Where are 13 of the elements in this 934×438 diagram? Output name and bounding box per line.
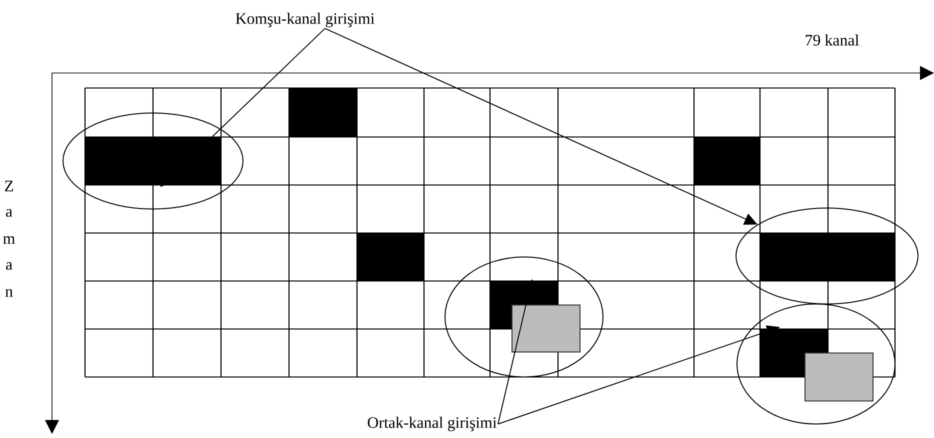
leader-arrow bbox=[160, 28, 326, 187]
highlight-ellipse bbox=[736, 304, 896, 424]
highlight-ellipse bbox=[62, 112, 244, 210]
callout-text: Ortak-kanal girişimi bbox=[368, 416, 497, 432]
axis-letter: a bbox=[6, 209, 12, 217]
highlight-ellipse bbox=[444, 256, 604, 378]
highlight-ellipse bbox=[736, 208, 918, 304]
axis-letter: m bbox=[3, 236, 15, 244]
axis-letter: a bbox=[6, 262, 12, 270]
axis-letter: n bbox=[5, 289, 13, 297]
axis-letter: Z bbox=[4, 180, 13, 192]
callout-text: Komşu-kanal girişimi bbox=[236, 12, 374, 28]
axis-label: 79 kanal bbox=[806, 34, 859, 46]
